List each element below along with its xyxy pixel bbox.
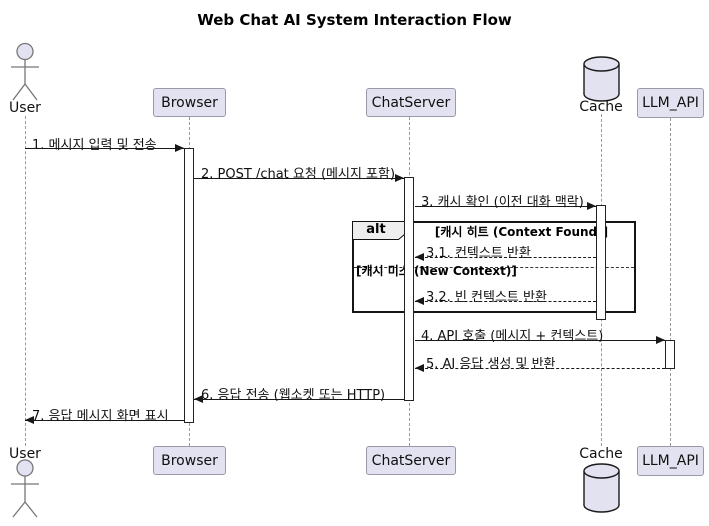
lifeline-llm-api bbox=[670, 118, 671, 446]
message-line-2 bbox=[194, 178, 404, 179]
alt-else-divider bbox=[354, 267, 634, 268]
diagram-title: Web Chat AI System Interaction Flow bbox=[197, 11, 512, 29]
message-label-2: 2. POST /chat 요청 (메시지 포함) bbox=[201, 167, 396, 182]
arrowhead-left-icon bbox=[415, 253, 424, 261]
arrowhead-left-icon bbox=[415, 297, 424, 305]
message-label-6: 6. 응답 전송 (웹소켓 또는 HTTP) bbox=[201, 388, 386, 403]
arrowhead-right-icon bbox=[395, 174, 404, 182]
message-label-4: 4. API 호출 (메시지 + 컨텍스트) bbox=[421, 329, 604, 344]
message-line-3-2 bbox=[415, 301, 596, 302]
lifeline-user bbox=[25, 116, 26, 446]
message-line-1 bbox=[25, 148, 184, 149]
participant-box-browser-bottom: Browser bbox=[153, 446, 226, 475]
participant-box-llm-api-bottom: LLM_API bbox=[637, 446, 704, 476]
participant-box-llm-api-top: LLM_API bbox=[637, 88, 704, 118]
database-cylinder-icon-top bbox=[583, 56, 620, 102]
participant-label-user-top: User bbox=[9, 100, 41, 116]
arrowhead-right-icon bbox=[587, 202, 596, 210]
alt-fragment-box bbox=[352, 221, 636, 313]
alt-guard-hit: [캐시 히트 (Context Found)] bbox=[434, 225, 609, 239]
participant-box-chatserver-bottom: ChatServer bbox=[366, 446, 456, 475]
database-cylinder-icon-bottom bbox=[583, 463, 620, 513]
message-label-3: 3. 캐시 확인 (이전 대화 맥락) bbox=[421, 195, 584, 210]
activation-llm-api bbox=[665, 340, 675, 369]
participant-label-cache-bottom: Cache bbox=[579, 446, 623, 462]
activation-cache bbox=[596, 205, 606, 320]
message-line-3 bbox=[415, 206, 596, 207]
arrowhead-right-icon bbox=[175, 144, 184, 152]
message-line-4 bbox=[415, 340, 665, 341]
message-label-3-1: 3.1. 컨텍스트 반환 bbox=[426, 246, 531, 261]
arrowhead-right-icon bbox=[656, 336, 665, 344]
arrowhead-left-icon bbox=[194, 395, 203, 403]
participant-label-user-bottom: User bbox=[9, 446, 41, 462]
message-line-6 bbox=[194, 399, 404, 400]
participant-label-cache-top: Cache bbox=[579, 99, 623, 115]
participant-box-chatserver-top: ChatServer bbox=[366, 88, 456, 117]
message-label-7: 7. 응답 메시지 화면 표시 bbox=[32, 409, 169, 424]
message-line-5 bbox=[415, 368, 665, 369]
arrowhead-left-icon bbox=[25, 416, 34, 424]
user-actor-icon bbox=[11, 42, 39, 101]
message-label-5: 5. AI 응답 생성 및 반환 bbox=[426, 357, 556, 372]
participant-box-browser-top: Browser bbox=[153, 88, 226, 117]
message-label-3-2: 3.2. 빈 컨텍스트 반환 bbox=[426, 290, 547, 305]
user-actor-icon-bottom bbox=[11, 459, 39, 518]
alt-guard-miss: [캐시 미스 (New Context)] bbox=[356, 264, 517, 278]
message-label-1: 1. 메시지 입력 및 전송 bbox=[32, 138, 157, 153]
activation-browser bbox=[184, 148, 194, 423]
alt-operator-label: alt bbox=[366, 222, 386, 237]
activation-chatserver bbox=[404, 177, 414, 401]
message-line-7 bbox=[25, 420, 184, 421]
alt-fragment-header-pentagon bbox=[352, 221, 409, 240]
message-line-3-1 bbox=[415, 257, 596, 258]
arrowhead-left-icon bbox=[415, 364, 424, 372]
